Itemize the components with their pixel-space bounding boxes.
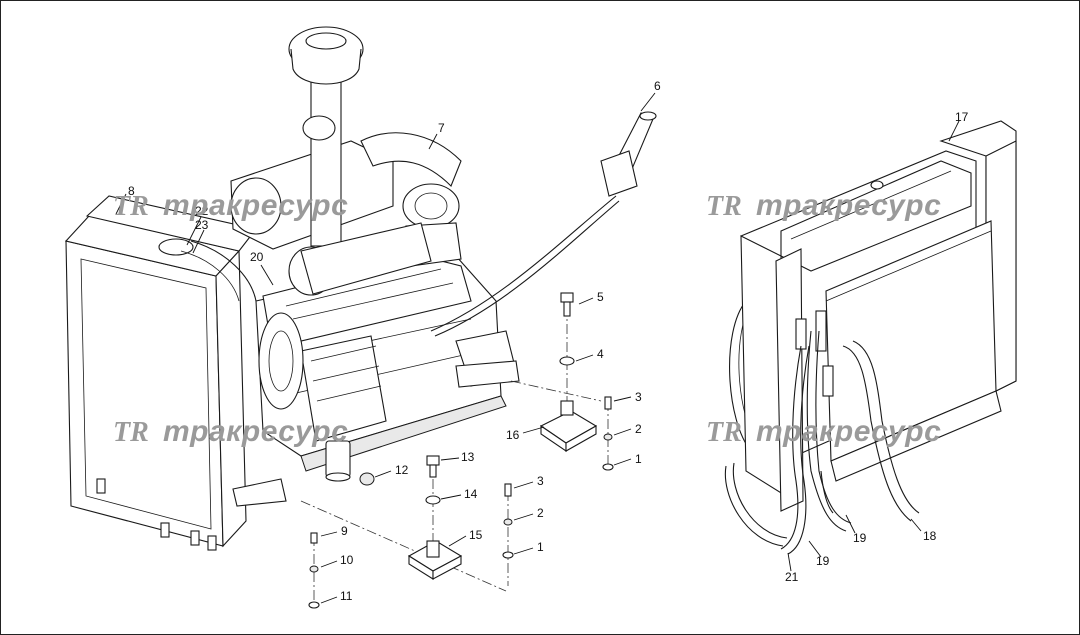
callout-5: 5 (597, 290, 604, 304)
callout-12: 12 (395, 463, 409, 477)
cooling-package (724, 120, 1017, 555)
callout-labels: 8 22 23 20 7 6 5 4 3 2 1 16 13 14 15 12 … (128, 79, 969, 603)
callout-13: 13 (461, 450, 475, 464)
watermarks: TR тракресурс TR тракресурс TR тракресур… (113, 189, 941, 448)
callout-10: 10 (340, 553, 354, 567)
watermark-logo: TR (113, 191, 149, 222)
watermark-text: тракресурс (756, 415, 941, 448)
watermark-top-right: TR тракресурс (706, 189, 941, 222)
callout-14: 14 (464, 487, 478, 501)
watermark-bottom-left: TR тракресурс (113, 415, 348, 448)
callout-2-right: 2 (635, 422, 642, 436)
callout-3-center: 3 (537, 474, 544, 488)
watermark-bottom-right: TR тракресурс (706, 415, 941, 448)
callout-1-right: 1 (635, 452, 642, 466)
callout-7: 7 (438, 121, 445, 135)
callout-15: 15 (469, 528, 483, 542)
callout-11: 11 (340, 589, 353, 603)
callout-2-center: 2 (537, 506, 544, 520)
callout-4: 4 (597, 347, 604, 361)
callout-8: 8 (128, 184, 135, 198)
watermark-logo: TR (706, 417, 742, 448)
callout-19-right: 19 (853, 531, 867, 545)
callout-17: 17 (955, 110, 969, 124)
mount-hardware (300, 292, 614, 609)
callout-16: 16 (506, 428, 520, 442)
engine-assembly (64, 26, 657, 551)
watermark-text: тракресурс (163, 415, 348, 448)
callout-1-center: 1 (537, 540, 544, 554)
watermark-logo: TR (706, 191, 742, 222)
watermark-top-left: TR тракресурс (113, 189, 348, 222)
callout-19-left: 19 (816, 554, 830, 568)
callout-18: 18 (923, 529, 937, 543)
watermark-text: тракресурс (163, 189, 348, 222)
callout-20: 20 (250, 250, 264, 264)
leader-lines (115, 92, 960, 604)
callout-9: 9 (341, 524, 348, 538)
callout-22: 22 (195, 204, 209, 218)
watermark-text: тракресурс (756, 189, 941, 222)
callout-6: 6 (654, 79, 661, 93)
callout-23: 23 (195, 218, 209, 232)
callout-3-right: 3 (635, 390, 642, 404)
callout-21: 21 (785, 570, 799, 584)
watermark-logo: TR (113, 417, 149, 448)
